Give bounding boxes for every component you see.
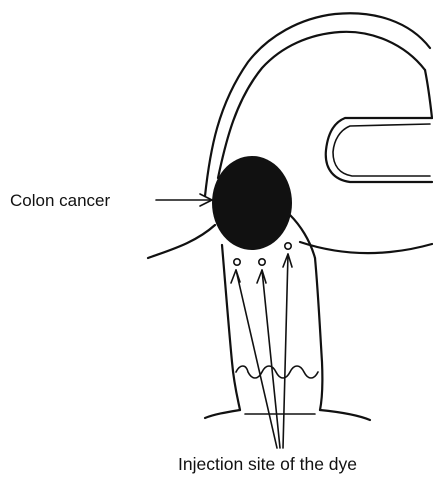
colon-base-right	[320, 410, 370, 420]
injection-site-middle	[259, 259, 265, 265]
colon-inner-wall	[218, 32, 425, 178]
colon-mid-right-wall	[290, 215, 315, 258]
arrowhead-middle	[257, 270, 266, 283]
tumor-pointer	[156, 194, 212, 206]
colon-top-right-upper	[425, 70, 432, 118]
colon-right-inner-fold	[333, 124, 430, 176]
colon-right-lower-loop	[300, 242, 432, 253]
tumor-label: Colon cancer	[10, 192, 110, 209]
colon-right-wall	[315, 258, 322, 410]
colon-base-left	[205, 410, 240, 418]
mesentery-line	[148, 225, 215, 258]
injection-site-right	[285, 243, 291, 249]
injection-arrows	[231, 254, 292, 448]
injection-site-left	[234, 259, 240, 265]
transection-line	[236, 366, 318, 378]
colon-left-wall	[222, 245, 240, 410]
injection-label: Injection site of the dye	[178, 456, 357, 474]
arrow-line-right	[283, 254, 288, 448]
tumor-mass	[212, 156, 292, 250]
